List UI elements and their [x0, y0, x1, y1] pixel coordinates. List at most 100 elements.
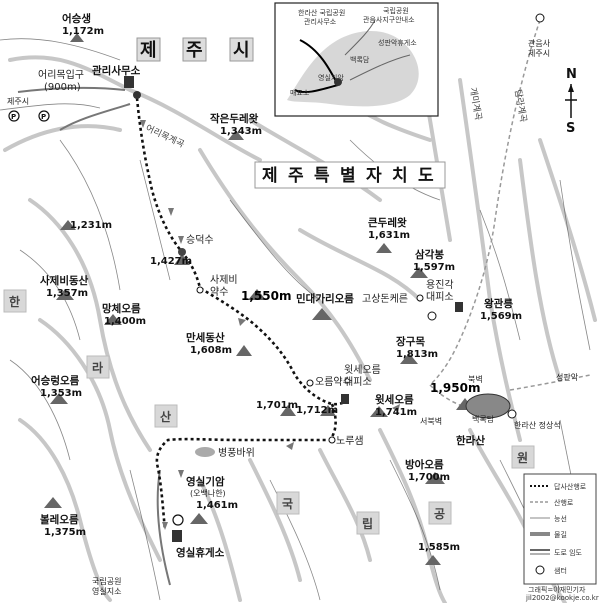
terrain-lines — [3, 55, 597, 603]
inset-yeongsil: 영실기암 — [318, 73, 344, 82]
peak-elev: 1,741m — [375, 407, 417, 418]
peak-name: 왕관릉 — [484, 297, 513, 310]
noru-label: 노루샘 — [336, 435, 364, 447]
province-title: 제 주 특 별 자 치 도 — [254, 161, 446, 189]
compass-south: S — [566, 121, 575, 136]
hallasan-label: 한라산 — [456, 434, 485, 447]
legend-item: 물길 — [554, 531, 567, 539]
inset-seongpanak: 성판악휴게소 — [378, 38, 417, 47]
jeju-si-left-label: 제주시 — [7, 97, 29, 106]
park-char: 공 — [434, 507, 445, 521]
baengnokdam-label: 백록담 — [472, 414, 495, 424]
place-labels: 관리사무소 어리목입구 (900m) 제주시 P P 승덕수 사제비 약수 민대… — [7, 13, 579, 596]
peak-name: 장구목 — [396, 335, 425, 348]
park-char: 산 — [160, 409, 171, 424]
credit-line-2: jil2002@kookje.co.kr — [525, 594, 599, 602]
peak-elev: 1,343m — [220, 126, 262, 137]
park-char: 한 — [9, 294, 20, 309]
peak-elev: 1,631m — [368, 230, 410, 241]
title-char: 주 — [186, 40, 203, 61]
title-char: 도 — [418, 166, 434, 186]
park-bottom-label-1: 국립공원 — [92, 577, 121, 586]
inset-office-label-2: 관리사무소 — [304, 17, 337, 26]
peak-elev: 1,700m — [408, 472, 450, 483]
peak-name: 큰두레왓 — [368, 216, 407, 229]
peak-name: 망체오름 — [102, 302, 141, 315]
orimok-entrance-label: 어리목입구 — [38, 68, 84, 81]
inset-info-label-2: 관음사지구안내소 — [363, 15, 415, 24]
mountain-icons — [44, 33, 474, 565]
byeongpung-label: 병풍바위 — [218, 446, 255, 459]
peak-elev: 1,400m — [104, 316, 146, 327]
credit-line-1: 그래픽=이재민기자 — [528, 585, 586, 594]
legend-item: 능선 — [554, 514, 567, 523]
legend-item: 도로 임도 — [554, 549, 583, 557]
seongpanak-label: 성판악 — [556, 372, 579, 382]
inset-maepyo: 매표소 — [290, 89, 310, 97]
gwaneumsa-label-2: 제주시 — [528, 49, 550, 58]
legend-item: 산행로 — [554, 498, 574, 507]
title-char: 주 — [288, 166, 304, 186]
peak-elev: 1,231m — [70, 220, 112, 231]
title-char: 치 — [392, 166, 408, 186]
peak-elev: 1,375m — [44, 527, 86, 538]
inset-info-label-1: 국립공원 — [383, 6, 409, 15]
peak-elev: 1,712m — [296, 405, 338, 416]
peak-name: 만세동산 — [186, 331, 225, 344]
peak-labels: 어승생 1,172m 작은두레왓 1,343m 1,231m 사제비동산 1,3… — [31, 12, 522, 553]
title-char: 제 — [140, 40, 157, 61]
sajebi-label: 사제비 — [210, 274, 238, 286]
jeju-si-title: 제 주 시 — [136, 37, 254, 62]
title-char: 자 — [366, 166, 382, 186]
witse-shelter-label-1: 윗세오름 — [344, 364, 381, 376]
title-char: 별 — [340, 166, 356, 186]
seungdeoksu-label: 승덕수 — [186, 234, 214, 246]
seobukbyeok-label: 서북벽 — [420, 416, 442, 426]
yongjingak-label: 용진각 — [426, 279, 454, 291]
compass: N S — [565, 67, 577, 136]
peak-elev: 1,427m — [150, 256, 192, 267]
peak-elev: 1,585m — [418, 542, 460, 553]
compass-north: N — [566, 67, 577, 82]
park-char: 원 — [517, 451, 528, 465]
legend-item: 답사산행로 — [554, 482, 587, 491]
peak-name: 볼레오름 — [40, 513, 79, 526]
orimok-elev-label: (900m) — [44, 82, 81, 93]
peak-elev: 1,461m — [196, 500, 238, 511]
inset-baengnokdam: 백록담 — [350, 55, 370, 64]
legend: 답사산행로 산행로 능선 물길 도로 임도 샘터 — [523, 473, 597, 585]
peak-elev: 1,353m — [40, 388, 82, 399]
peak-elev: 1,569m — [480, 311, 522, 322]
park-char: 립 — [362, 517, 373, 531]
yaksu-label: 약수 — [210, 286, 228, 298]
peak-elev: 1,172m — [62, 26, 104, 37]
peak-elev: 1,701m — [256, 400, 298, 411]
bukbyeok-label: 북벽 — [468, 374, 483, 384]
summit-label: 한라산 정상석 — [514, 420, 561, 430]
park-char: 국 — [282, 497, 293, 511]
peak-elev: 1,608m — [190, 345, 232, 356]
peak-name: 윗세오름 — [375, 393, 414, 406]
inset-office-label-1: 한라산 국립공원 — [298, 8, 345, 17]
gosangdon-label: 고상돈케른 — [362, 293, 408, 305]
inset-map: 한라산 국립공원 관리사무소 국립공원 관음사지구안내소 백록담 성판악휴게소 … — [274, 2, 439, 117]
office-label: 관리사무소 — [92, 64, 141, 77]
roads — [17, 86, 171, 586]
peak-elev: 1,950m — [430, 381, 480, 395]
title-char: 시 — [233, 40, 250, 61]
road-label-right2: 탐라계곡 — [512, 88, 530, 123]
peak-name: 삼각봉 — [415, 248, 444, 261]
trail-arrows — [140, 120, 400, 530]
title-char: 특 — [314, 166, 330, 186]
yeongsil-rest-label: 영실휴게소 — [176, 546, 225, 559]
peak-name: 작은두레왓 — [210, 112, 259, 125]
peak-name: 영실기암 — [186, 475, 225, 488]
gwaneumsa-label-1: 관음사 — [528, 38, 551, 48]
peak-name: 방아오름 — [405, 458, 444, 471]
peak-name: 사제비동산 — [40, 274, 89, 287]
peak-elev: 1,813m — [396, 349, 438, 360]
oreum-yaksu-label: 오름약수 — [315, 376, 352, 388]
road-label-left: 어리목계곡 — [144, 122, 187, 150]
peak-name: 어승생 — [62, 12, 91, 25]
shelter-label: 대피소 — [426, 291, 454, 303]
